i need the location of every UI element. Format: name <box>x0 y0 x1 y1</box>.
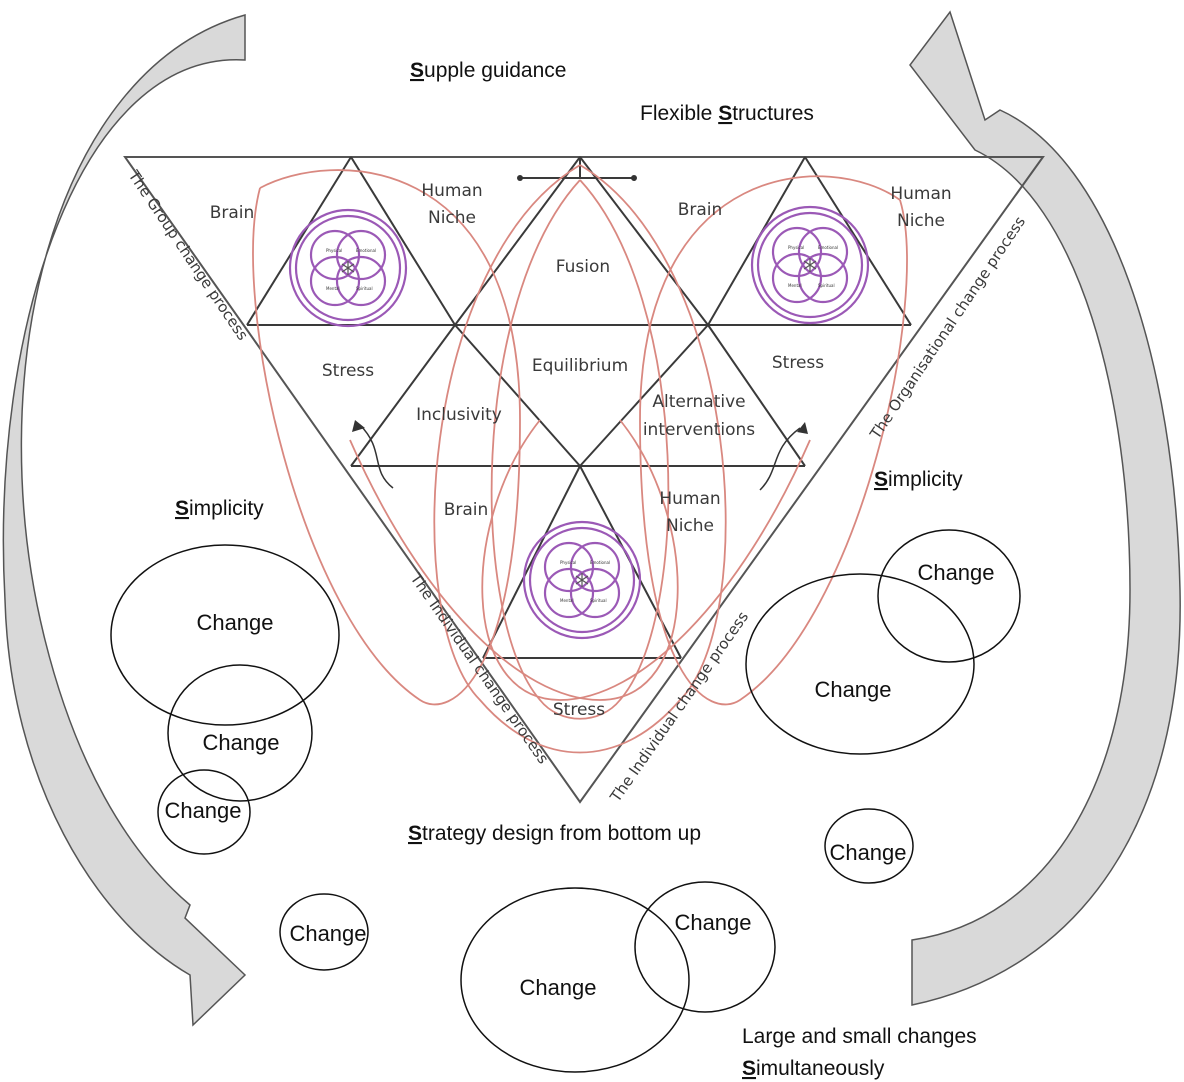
top-arrow-end-right <box>631 175 637 181</box>
svg-text:Physical: Physical <box>788 245 804 250</box>
heading-large-small-line2: Simultaneously <box>742 1057 885 1080</box>
svg-text:Mental: Mental <box>788 283 802 288</box>
heading-simplicity-left: Simplicity <box>175 497 264 520</box>
cell-brain-right: Brain <box>678 200 723 220</box>
svg-text:Physical: Physical <box>560 560 576 565</box>
red-loop-cross-1 <box>349 419 679 701</box>
cell-alternative-line1: Alternative <box>652 392 745 412</box>
svg-text:Spiritual: Spiritual <box>356 286 373 291</box>
cell-human-top-line1: Human <box>421 181 482 201</box>
change-circle-8 <box>877 529 1021 663</box>
change-label-9: Change <box>829 840 906 865</box>
curly-arrow-left <box>359 424 394 489</box>
heading-flexible-structures: Flexible Structures <box>640 102 814 125</box>
side-label-individual-left: The Individual change process <box>406 569 552 767</box>
svg-text:Spiritual: Spiritual <box>818 283 835 288</box>
heading-supple-guidance: Supple guidance <box>410 59 566 82</box>
grid-diag-6 <box>804 156 912 326</box>
change-label-2: Change <box>202 730 279 755</box>
svg-text:Mental: Mental <box>326 286 340 291</box>
left-cycle-arrow-shape <box>2 14 247 1027</box>
grid-diag-1 <box>246 156 352 326</box>
side-label-organisational: The Organisational change process <box>866 213 1029 443</box>
svg-text:Mental: Mental <box>560 598 574 603</box>
red-loop-left <box>252 169 521 706</box>
cell-stress-bottom: Stress <box>553 700 605 720</box>
curly-arrow-right <box>759 427 801 491</box>
change-circle-1 <box>110 544 340 726</box>
right-cycle-arrow-shape <box>909 10 1181 1006</box>
cell-equilibrium: Equilibrium <box>532 356 628 376</box>
red-loop-center-inner <box>490 179 670 720</box>
cell-human-top-line2: Niche <box>428 208 476 228</box>
svg-text:Emotional: Emotional <box>818 245 838 250</box>
cell-alternative-line2: interventions <box>643 420 755 440</box>
ring-symbol-left: Physical Emotional Mental Spiritual <box>288 208 408 328</box>
red-loop-right <box>639 175 908 706</box>
change-circle-3 <box>157 769 251 855</box>
cell-human-right-line2: Niche <box>897 211 945 231</box>
change-circle-9 <box>824 808 914 884</box>
grid-diag-11 <box>482 465 581 659</box>
cell-human-bottom-line2: Niche <box>666 516 714 536</box>
change-circle-5 <box>460 887 690 1073</box>
grid-diag-2 <box>350 156 456 326</box>
heading-simplicity-right: Simplicity <box>874 468 963 491</box>
ring-symbol-bottom: Physical Emotional Mental Spiritual <box>522 520 642 640</box>
svg-text:Emotional: Emotional <box>356 248 376 253</box>
grid-diag-8 <box>579 324 709 467</box>
top-arrow-end-left <box>517 175 523 181</box>
grid-diag-3 <box>454 156 581 326</box>
cell-brain-left: Brain <box>210 203 255 223</box>
cell-stress-right: Stress <box>772 353 824 373</box>
change-label-3: Change <box>164 798 241 823</box>
cell-human-right-line1: Human <box>890 184 951 204</box>
red-loop-center-outer <box>433 164 727 754</box>
cell-inclusivity: Inclusivity <box>416 405 502 425</box>
grid-diag-10 <box>707 324 806 467</box>
change-label-6: Change <box>674 910 751 935</box>
change-circle-6 <box>634 881 776 1013</box>
change-label-7: Change <box>814 677 891 702</box>
cell-fusion: Fusion <box>556 257 610 277</box>
cell-stress-left: Stress <box>322 361 374 381</box>
heading-large-small-line1: Large and small changes <box>742 1025 977 1048</box>
change-circle-7 <box>745 573 975 755</box>
curly-arrow-left-head <box>352 420 365 432</box>
change-circle-2 <box>167 664 313 802</box>
ring-symbol-right: Physical Emotional Mental Spiritual <box>750 205 870 325</box>
change-label-8: Change <box>917 560 994 585</box>
change-circle-4 <box>279 893 369 971</box>
heading-strategy: Strategy design from bottom up <box>408 822 701 845</box>
change-label-5: Change <box>519 975 596 1000</box>
svg-text:Physical: Physical <box>326 248 342 253</box>
side-label-group: The Group change process <box>124 166 252 343</box>
svg-text:Spiritual: Spiritual <box>590 598 607 603</box>
svg-text:Emotional: Emotional <box>590 560 610 565</box>
cell-human-bottom-line1: Human <box>659 489 720 509</box>
curly-arrow-right-head <box>797 422 808 434</box>
side-label-individual-right: The Individual change process <box>606 608 752 806</box>
grid-diag-7 <box>454 324 581 467</box>
red-loop-cross-2 <box>481 419 811 701</box>
cell-brain-bottom: Brain <box>444 500 489 520</box>
grid-diag-9 <box>350 324 456 467</box>
grid-diag-4 <box>579 156 709 326</box>
change-label-1: Change <box>196 610 273 635</box>
change-label-4: Change <box>289 921 366 946</box>
main-inverted-triangle <box>123 156 1045 804</box>
